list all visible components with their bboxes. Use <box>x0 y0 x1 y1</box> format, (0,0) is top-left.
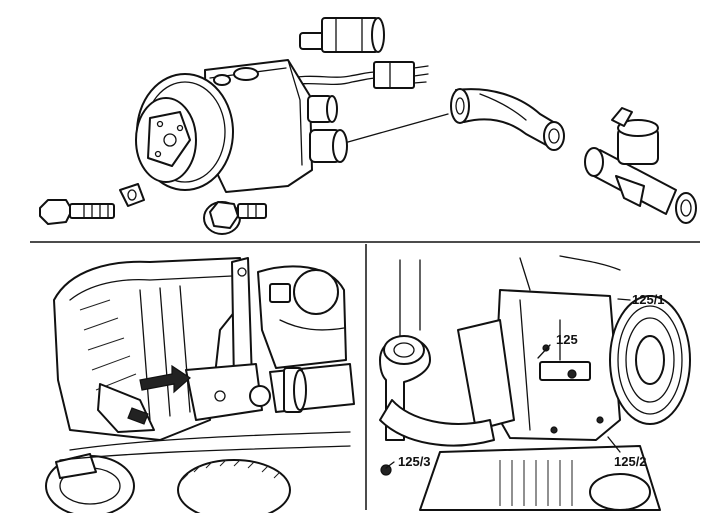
washer <box>119 183 145 207</box>
wiring-connector <box>283 61 429 89</box>
bolt-flanged <box>203 201 267 235</box>
t-piece-valve <box>584 107 697 224</box>
elbow-hose <box>450 88 565 151</box>
callout-125-1: 125/1 <box>632 292 665 307</box>
exploded-view-panel <box>39 17 697 235</box>
hex-spacer <box>299 17 385 53</box>
installed-view-left-panel <box>45 257 355 513</box>
callout-125: 125 <box>556 332 578 347</box>
water-pump <box>135 59 348 193</box>
callout-125-2: 125/2 <box>614 454 647 469</box>
installed-view-right-panel <box>379 255 691 511</box>
direction-arrow <box>139 364 191 394</box>
bolt-long <box>39 199 115 225</box>
callout-125-3: 125/3 <box>398 454 431 469</box>
